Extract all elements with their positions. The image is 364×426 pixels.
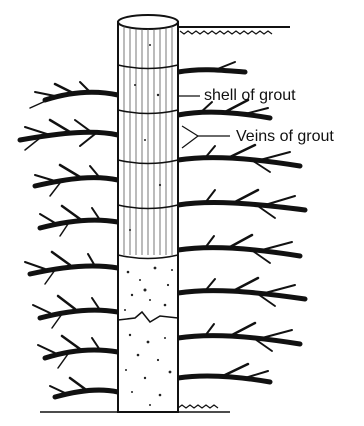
shell-of-grout-label: shell of grout [204,88,296,104]
veins-of-grout-label: Veins of grout [236,129,334,145]
grout-veins-right [178,62,305,382]
grout-column [118,15,178,412]
grout-veins-left [20,82,118,397]
